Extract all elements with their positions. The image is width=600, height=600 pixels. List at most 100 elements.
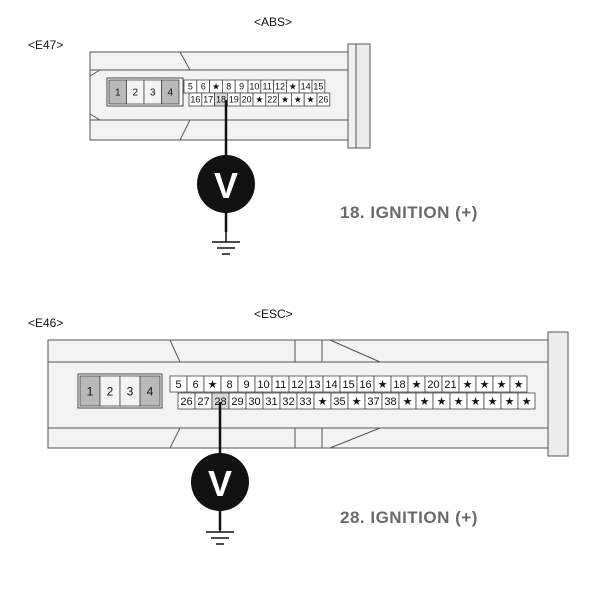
svg-text:30: 30 <box>248 396 260 408</box>
svg-text:★: ★ <box>412 379 422 391</box>
svg-text:20: 20 <box>427 379 439 391</box>
svg-text:★: ★ <box>289 82 297 92</box>
abs-pin-4: 4 <box>161 79 180 105</box>
svg-text:★: ★ <box>307 95 315 105</box>
svg-text:21: 21 <box>444 379 456 391</box>
abs-pin-cell: ★ <box>303 92 318 107</box>
abs-pin-cell: ★ <box>285 79 300 94</box>
esc-pin-cell: ★ <box>432 392 451 410</box>
svg-text:4: 4 <box>147 384 154 398</box>
svg-text:★: ★ <box>437 396 447 408</box>
abs-module-label: <ABS> <box>254 15 293 29</box>
abs-pin-cell: 22 <box>265 92 279 107</box>
svg-text:28: 28 <box>214 396 226 408</box>
svg-text:3: 3 <box>150 88 156 99</box>
svg-text:35: 35 <box>333 396 345 408</box>
esc-pin-cell: 27 <box>194 392 213 410</box>
svg-text:★: ★ <box>480 379 490 391</box>
esc-pin-cell: ★ <box>449 392 468 410</box>
svg-text:26: 26 <box>318 95 328 105</box>
svg-text:★: ★ <box>212 82 220 92</box>
esc-pin-cell: ★ <box>203 375 222 393</box>
esc-pin-cell: ★ <box>475 375 494 393</box>
svg-text:32: 32 <box>282 396 294 408</box>
svg-text:3: 3 <box>127 384 134 398</box>
esc-pin-cell: 21 <box>441 375 460 393</box>
svg-text:5: 5 <box>175 379 181 391</box>
esc-voltmeter-symbol: V <box>208 463 232 504</box>
abs-pin-cell: ★ <box>252 92 267 107</box>
abs-pin-cell: ★ <box>290 92 305 107</box>
esc-ground-icon <box>206 528 234 545</box>
abs-pin-cell: 17 <box>201 92 216 107</box>
esc-pin-4: 4 <box>139 375 161 407</box>
svg-text:15: 15 <box>313 82 323 92</box>
esc-pin-cell: 26 <box>177 392 196 410</box>
esc-pin-cell: ★ <box>347 392 366 410</box>
svg-text:14: 14 <box>301 82 311 92</box>
svg-text:★: ★ <box>318 396 328 408</box>
esc-pin-cell: ★ <box>483 392 502 410</box>
svg-text:10: 10 <box>249 82 259 92</box>
abs-pin-2: 2 <box>126 79 145 105</box>
abs-pin-cell: 15 <box>311 79 326 94</box>
abs-pin-cell: 20 <box>239 92 254 107</box>
svg-text:12: 12 <box>275 82 285 92</box>
abs-pin-cell: 26 <box>316 92 331 107</box>
abs-pin-cell: 5 <box>183 79 198 94</box>
abs-pin-cell: ★ <box>278 92 292 107</box>
svg-text:31: 31 <box>265 396 277 408</box>
esc-pin-cell: ★ <box>407 375 426 393</box>
esc-pin-cell: 16 <box>356 375 375 393</box>
esc-pin-cell: ★ <box>492 375 511 393</box>
svg-text:★: ★ <box>281 95 289 105</box>
svg-text:1: 1 <box>115 88 121 99</box>
svg-text:26: 26 <box>180 396 192 408</box>
svg-text:22: 22 <box>267 95 277 105</box>
abs-pin-cell: 19 <box>226 92 241 107</box>
esc-pin-cell: 38 <box>381 392 400 410</box>
esc-pin-cell: 10 <box>254 375 273 393</box>
esc-connector-id: <E46> <box>28 316 64 330</box>
svg-text:6: 6 <box>201 82 206 92</box>
esc-pin-1: 1 <box>79 375 101 407</box>
svg-text:5: 5 <box>188 82 193 92</box>
esc-pin-cell: 18 <box>390 375 409 393</box>
svg-text:1: 1 <box>87 384 94 398</box>
abs-connector-id: <E47> <box>28 38 64 52</box>
svg-text:19: 19 <box>229 95 239 105</box>
esc-probe-pin: 28 <box>211 392 230 410</box>
svg-text:★: ★ <box>255 95 263 105</box>
svg-text:8: 8 <box>226 379 232 391</box>
svg-text:★: ★ <box>208 379 218 391</box>
svg-text:★: ★ <box>352 396 362 408</box>
esc-pin-3: 3 <box>119 375 141 407</box>
abs-ground-icon <box>212 232 240 255</box>
svg-text:★: ★ <box>488 396 498 408</box>
esc-pin-cell: 20 <box>424 375 443 393</box>
svg-text:20: 20 <box>242 95 252 105</box>
abs-pin-cell: 6 <box>196 79 211 94</box>
svg-text:★: ★ <box>463 379 473 391</box>
esc-pin-cell: 15 <box>339 375 358 393</box>
svg-text:9: 9 <box>243 379 249 391</box>
svg-text:11: 11 <box>263 82 272 92</box>
svg-text:16: 16 <box>359 379 371 391</box>
svg-text:★: ★ <box>403 396 413 408</box>
abs-pin-3: 3 <box>143 79 162 105</box>
abs-pin-cell: 11 <box>260 79 274 94</box>
esc-pin-cell: 9 <box>237 375 256 393</box>
svg-text:13: 13 <box>308 379 320 391</box>
abs-voltmeter-icon <box>197 155 255 213</box>
abs-pin-cell: 9 <box>234 79 249 94</box>
svg-text:★: ★ <box>497 379 507 391</box>
abs-pin-1: 1 <box>108 79 127 105</box>
svg-text:★: ★ <box>378 379 388 391</box>
svg-text:37: 37 <box>367 396 379 408</box>
svg-text:29: 29 <box>231 396 243 408</box>
svg-text:2: 2 <box>107 384 114 398</box>
esc-pin-cell: 31 <box>262 392 281 410</box>
svg-text:6: 6 <box>192 379 198 391</box>
